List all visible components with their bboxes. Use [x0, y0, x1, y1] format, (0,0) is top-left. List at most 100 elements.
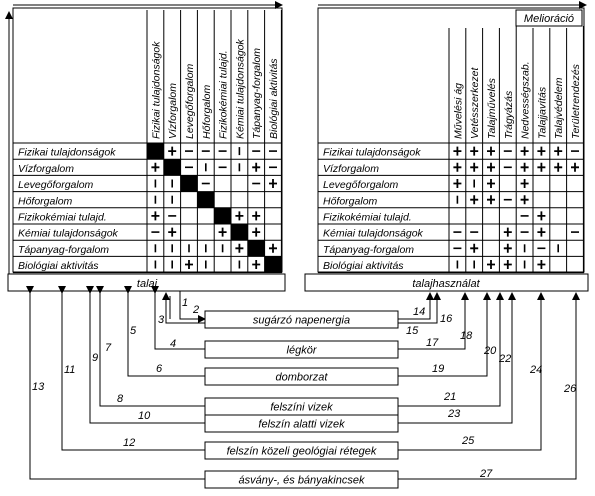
right-cell-positive	[487, 162, 495, 172]
env-factor-label: felszín alatti vizek	[258, 419, 345, 431]
env-factor-box	[204, 310, 399, 329]
right-cell-positive	[453, 179, 462, 188]
right-cell-positive	[537, 260, 546, 269]
right-row-label: Levegőforgalom	[323, 179, 399, 191]
left-diagonal-cell	[214, 207, 231, 224]
env-factor-label: felszín közeli geológiai rétegek	[227, 446, 377, 458]
connector-line	[162, 292, 205, 324]
connector-line	[179, 291, 206, 323]
connector-line	[398, 292, 441, 324]
right-cell-positive	[537, 227, 546, 237]
env-factor-label: sugárzó napenergia	[253, 315, 350, 327]
connector-line	[26, 286, 205, 480]
connector-lines	[26, 286, 580, 480]
left-cell-positive	[252, 162, 261, 172]
right-column-label: Talajvédelem	[553, 77, 565, 139]
link-number: 6	[156, 363, 163, 375]
link-number: 16	[440, 313, 453, 325]
melioracio-header-box	[515, 9, 583, 27]
melioracio-header: Melioráció	[524, 13, 574, 25]
connector-line	[58, 286, 205, 451]
right-cell-positive	[520, 195, 529, 205]
link-numbers: 1234567891011121314151617181920212223242…	[32, 297, 577, 480]
connector-line	[398, 292, 434, 320]
left-row-label: Biológiai aktivitás	[18, 260, 99, 272]
left-row-label: Tápanyag-forgalom	[18, 244, 109, 256]
right-column-label: Talajművelés	[486, 77, 498, 139]
right-cell-positive	[571, 162, 579, 172]
right-column-label: Vetésszerkezet	[469, 67, 481, 139]
link-number: 24	[529, 364, 542, 376]
link-number: 21	[443, 391, 456, 403]
link-number: 14	[413, 306, 425, 318]
connector-line	[398, 292, 580, 480]
link-number: 11	[64, 364, 75, 376]
right-column-label: Területrendezés	[570, 63, 582, 139]
right-cell-positive	[503, 227, 512, 237]
right-cell-positive	[537, 146, 546, 156]
left-column-label: Hőforgalom	[201, 84, 213, 139]
left-cell-positive	[269, 179, 277, 188]
right-cell-positive	[554, 146, 563, 156]
left-cell-positive	[269, 243, 277, 253]
left-column-label: Tápanyag-forgalom	[251, 48, 263, 139]
link-number: 25	[461, 435, 475, 447]
connector-line	[398, 292, 516, 424]
left-cell-positive	[168, 146, 177, 156]
left-cell-positive	[185, 260, 193, 269]
right-row-label: Kémiai tulajdonságok	[323, 228, 424, 240]
right-cell-positive	[470, 195, 479, 205]
env-factor-box	[204, 441, 399, 460]
left-row-label: Fizikai tulajdonságok	[18, 147, 116, 159]
right-row-label: Fizikai tulajdonságok	[323, 147, 421, 159]
landuse-box	[304, 273, 589, 292]
link-number: 23	[447, 408, 461, 420]
right-cell-positive	[537, 211, 546, 221]
right-cell-positive	[520, 146, 529, 156]
left-column-label: Levegőforgalom	[184, 63, 196, 139]
left-row-label: Hőforgalom	[18, 195, 73, 207]
connector-line	[398, 292, 545, 451]
right-cell-positive	[520, 179, 529, 188]
link-number: 15	[406, 325, 419, 337]
right-cell-positive	[470, 162, 479, 172]
left-column-label: Kémiai tulajdonságok	[234, 38, 246, 139]
link-number: 8	[117, 393, 124, 405]
link-number: 12	[123, 437, 135, 449]
right-cell-positive	[537, 162, 546, 172]
link-number: 2	[192, 304, 199, 316]
left-diagonal-cell	[147, 143, 164, 160]
right-column-label: Trágyázás	[503, 90, 515, 139]
left-row-label: Levegőforgalom	[18, 179, 94, 191]
left-cell-positive	[218, 227, 227, 237]
link-number: 20	[483, 345, 497, 357]
link-number: 9	[92, 352, 98, 364]
connector-line	[398, 292, 469, 350]
env-factor-label: domborzat	[276, 372, 329, 384]
link-number: 3	[158, 314, 165, 326]
right-cell-positive	[487, 260, 495, 269]
link-number: 17	[426, 337, 439, 349]
right-cell-positive	[453, 162, 462, 172]
connector-line	[398, 292, 504, 407]
link-number: 22	[498, 353, 511, 365]
environment-factor-boxes: sugárzó napenergialégkördomborzatfelszín…	[204, 310, 399, 489]
link-number: 1	[182, 297, 188, 309]
left-column-label: Biológiai aktivitás	[268, 58, 280, 139]
left-column-label: Fizikai tulajdonságok	[150, 41, 162, 139]
right-row-label: Fizikokémiai tulajd.	[323, 212, 412, 224]
left-cell-positive	[151, 211, 160, 221]
link-number: 18	[460, 330, 473, 342]
right-cell-positive	[503, 260, 512, 269]
left-row-label: Fizikokémiai tulajd.	[18, 212, 107, 224]
connector-line	[96, 286, 205, 407]
link-number: 5	[130, 325, 137, 337]
link-number: 27	[479, 468, 493, 480]
right-column-label: Nedvességszab.	[520, 61, 532, 139]
right-row-label: Biológiai aktivitás	[323, 260, 404, 272]
left-diagonal-cell	[163, 159, 181, 176]
link-number: 13	[32, 381, 45, 393]
right-cell-positive	[487, 195, 495, 205]
